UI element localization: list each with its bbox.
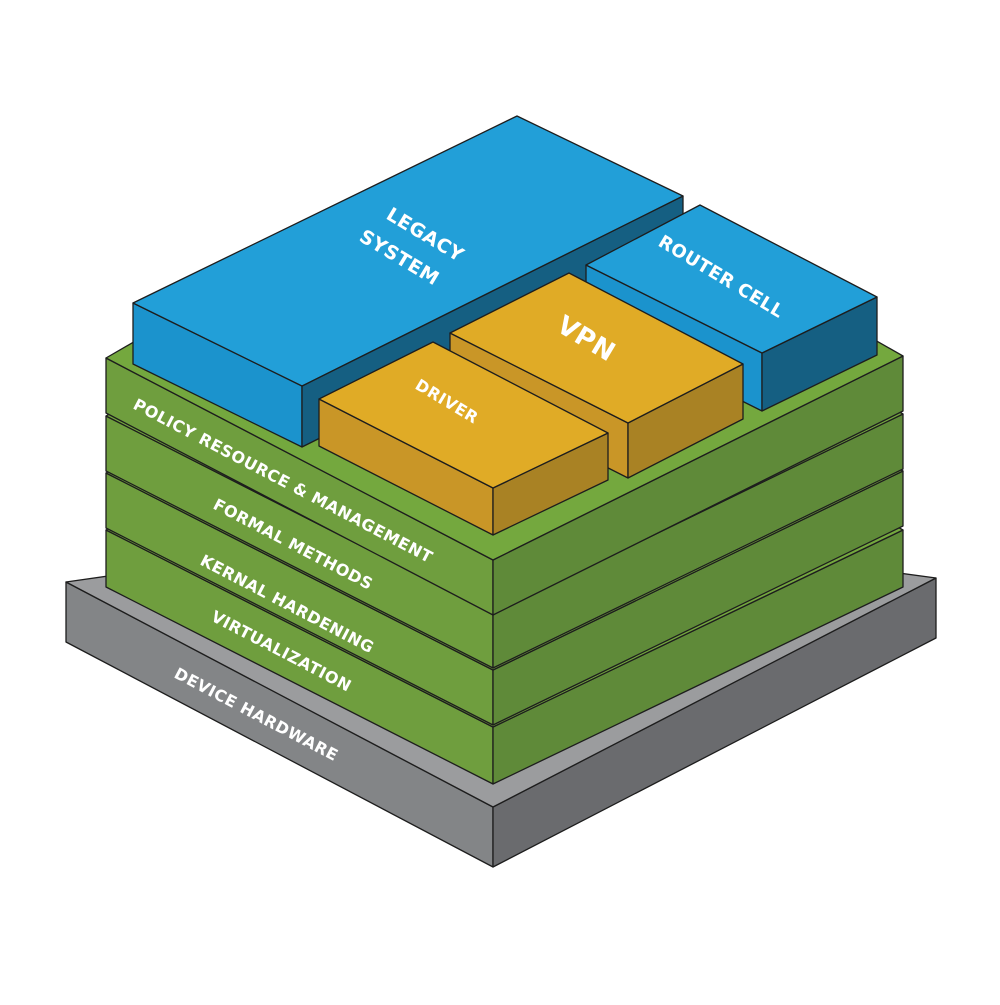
legacy-system-block-top-face bbox=[132, 115, 684, 387]
driver-block-top-face bbox=[318, 341, 609, 489]
driver-block bbox=[318, 341, 609, 536]
router-cell-block-top-face bbox=[585, 204, 878, 354]
component-blocks bbox=[132, 115, 878, 536]
vpn-block-top-face bbox=[449, 272, 744, 424]
